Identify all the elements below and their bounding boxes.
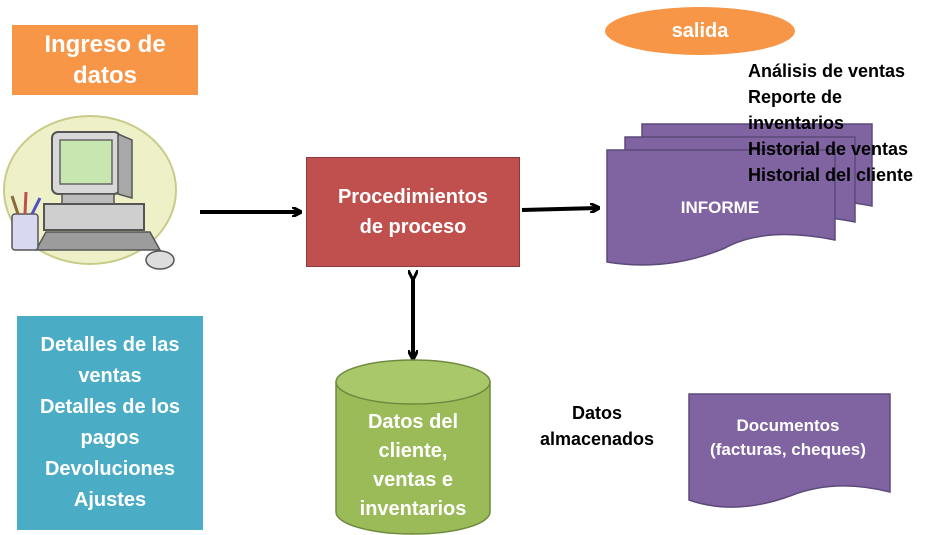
- stored-data-label: Datos almacenados: [522, 400, 672, 452]
- arrow-process-to-report: [521, 208, 598, 210]
- process-box: Procedimientos de proceso: [306, 157, 520, 267]
- output-item: inventarios: [748, 113, 845, 133]
- documents-shape: [688, 393, 891, 508]
- database-cylinder: [335, 359, 491, 535]
- stored-data-line2: almacenados: [539, 429, 655, 449]
- output-item: Análisis de ventas: [748, 61, 906, 81]
- input-detail-line: Detalles de los: [39, 396, 181, 418]
- data-input-line2: datos: [72, 62, 137, 89]
- output-item: Historial de ventas: [748, 139, 909, 159]
- outputs-list: Análisis de ventas Reporte de inventario…: [748, 58, 913, 188]
- process-line2: de proceso: [359, 216, 467, 238]
- process-line1: Procedimientos: [337, 186, 489, 208]
- documents-line1: Documentos: [736, 416, 840, 435]
- database-line: ventas e: [372, 469, 454, 491]
- documents-label: Documentos (facturas, cheques): [690, 414, 886, 462]
- computer-icon: [3, 115, 177, 270]
- input-detail-line: ventas: [78, 365, 142, 387]
- input-detail-line: pagos: [80, 427, 140, 449]
- output-item: Historial del cliente: [748, 165, 914, 185]
- data-input-line1: Ingreso de: [44, 31, 166, 58]
- input-details-box: Detalles de las ventas Detalles de los p…: [17, 316, 203, 530]
- database-line: inventarios: [359, 498, 467, 520]
- input-detail-line: Devoluciones: [44, 458, 176, 480]
- report-label: INFORME: [680, 198, 760, 217]
- stored-data-line1: Datos: [571, 403, 622, 423]
- database-label: Datos del cliente, ventas e inventarios: [335, 408, 491, 524]
- output-label: salida: [671, 19, 729, 42]
- report-multidocument: [606, 123, 873, 266]
- database-line: Datos del: [367, 411, 459, 433]
- output-item: Reporte de: [748, 87, 843, 107]
- input-detail-line: Detalles de las: [40, 334, 180, 356]
- data-input-box: Ingreso de datos: [12, 25, 198, 95]
- output-ellipse: salida: [605, 7, 795, 55]
- documents-line2: (facturas, cheques): [710, 440, 866, 459]
- database-line: cliente,: [378, 440, 448, 462]
- input-detail-line: Ajustes: [73, 489, 147, 511]
